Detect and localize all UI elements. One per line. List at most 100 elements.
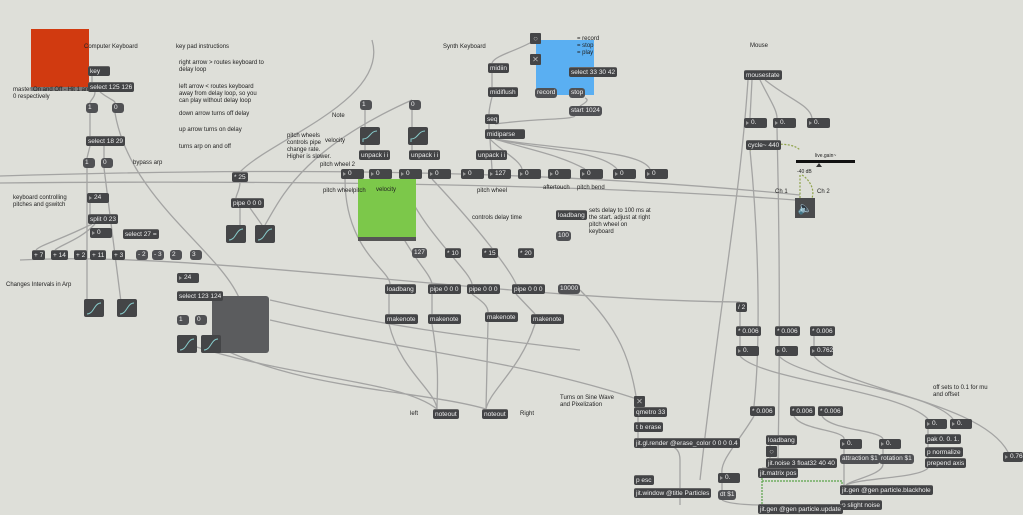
times-20[interactable]: * 20: [518, 248, 534, 258]
jit-gen-blackhole[interactable]: jit.gen @gen particle.blackhole: [840, 485, 933, 495]
midiparse[interactable]: midiparse: [485, 129, 525, 139]
number-box[interactable]: 0.: [840, 439, 862, 449]
select-125-126[interactable]: select 125 126: [88, 82, 135, 92]
message-0[interactable]: 0: [112, 103, 124, 113]
select-123-124[interactable]: select 123 124: [177, 291, 224, 301]
number-box[interactable]: 0: [518, 169, 541, 179]
number-box[interactable]: 0.: [925, 419, 947, 429]
message-2[interactable]: 2: [170, 250, 182, 260]
gswitch-icon[interactable]: [360, 127, 380, 145]
p-esc[interactable]: p esc: [634, 475, 654, 485]
split-object[interactable]: split 0 23: [88, 214, 119, 224]
pipe-1[interactable]: pipe 0 0 0: [428, 284, 461, 294]
seq[interactable]: seq: [485, 114, 500, 124]
message-1[interactable]: 1: [83, 158, 95, 168]
message-3[interactable]: 3: [190, 250, 202, 260]
number-box[interactable]: 0.762: [810, 346, 833, 356]
number-box[interactable]: 0: [613, 169, 636, 179]
bang-button[interactable]: ○: [766, 446, 777, 457]
number-box[interactable]: 24: [177, 273, 199, 283]
pak[interactable]: pak 0. 0. 1.: [925, 434, 962, 444]
number-box[interactable]: 0: [461, 169, 484, 179]
number-box[interactable]: 0: [645, 169, 668, 179]
unpack-2[interactable]: unpack i i: [409, 150, 441, 160]
p-slight-noise[interactable]: p slight noise: [840, 500, 882, 510]
toggle-x[interactable]: ✕: [634, 396, 645, 407]
select-18-29[interactable]: select 18 29: [86, 136, 126, 146]
message-0[interactable]: 0: [409, 100, 421, 110]
start-message[interactable]: start 1024: [569, 106, 602, 116]
attraction-message[interactable]: attraction $1: [840, 454, 880, 464]
live-gain-slider[interactable]: [796, 160, 855, 163]
number-box[interactable]: 0.: [807, 118, 830, 128]
gswitch-icon[interactable]: [177, 335, 197, 353]
message-1[interactable]: 1: [177, 315, 189, 325]
jit-window[interactable]: jit.window @title Particles: [634, 488, 712, 498]
plus-11[interactable]: + 11: [90, 250, 107, 260]
mul-a[interactable]: * 0.006: [736, 326, 761, 336]
minus-3[interactable]: - 3: [152, 250, 164, 260]
velocity-slider[interactable]: velocity: [358, 179, 416, 241]
number-box[interactable]: 0: [548, 169, 571, 179]
message-1[interactable]: 1: [360, 100, 372, 110]
gswitch-icon[interactable]: [255, 225, 275, 243]
bang-button[interactable]: ○: [530, 33, 541, 44]
number-box[interactable]: 0.: [718, 473, 740, 483]
record-message[interactable]: record: [535, 88, 558, 98]
mul-c[interactable]: * 0.006: [810, 326, 835, 336]
divide-2[interactable]: / 2: [736, 302, 748, 312]
mul-d[interactable]: * 0.006: [750, 406, 775, 416]
number-box[interactable]: 0.: [773, 118, 796, 128]
p-normalize[interactable]: p normalize: [925, 447, 963, 457]
plus-3[interactable]: + 3: [112, 250, 126, 260]
jit-matrix-pos[interactable]: jit.matrix pos: [758, 468, 799, 478]
toggle-x[interactable]: ✕: [530, 54, 541, 65]
message-127[interactable]: 127: [412, 248, 427, 258]
master-on-off-button[interactable]: [31, 29, 89, 91]
loadbang-delay[interactable]: loadbang: [556, 210, 587, 220]
jit-gl-render[interactable]: jit.gl.render @erase_color 0 0 0 0.4: [634, 438, 740, 448]
makenote-1[interactable]: makenote: [385, 314, 418, 324]
jit-noise[interactable]: jit.noise 3 float32 40 40: [766, 458, 837, 468]
minus-2[interactable]: - 2: [136, 250, 148, 260]
stop-message[interactable]: stop: [569, 88, 586, 98]
midiflush[interactable]: midiflush: [488, 87, 518, 97]
number-box[interactable]: 0: [90, 228, 112, 238]
number-box[interactable]: 0: [341, 169, 364, 179]
loadbang-2[interactable]: loadbang: [385, 284, 416, 294]
makenote-4[interactable]: makenote: [531, 314, 564, 324]
gswitch-icon[interactable]: [84, 299, 104, 317]
times-25[interactable]: * 25: [232, 172, 248, 182]
number-box[interactable]: 0.: [736, 346, 759, 356]
message-100[interactable]: 100: [556, 231, 571, 241]
number-box[interactable]: 127: [488, 169, 511, 179]
makenote-2[interactable]: makenote: [428, 314, 461, 324]
number-box[interactable]: 24: [87, 193, 109, 203]
number-box[interactable]: 0.762: [1003, 452, 1023, 462]
pipe-3[interactable]: pipe 0 0 0: [512, 284, 545, 294]
number-box[interactable]: 0: [369, 169, 392, 179]
jit-gen-update[interactable]: jit.gen @gen particle.update: [758, 504, 844, 514]
key-object[interactable]: key: [88, 66, 110, 76]
makenote-3[interactable]: makenote: [485, 312, 518, 322]
gswitch-icon[interactable]: [226, 225, 246, 243]
midiin[interactable]: midiin: [488, 63, 509, 73]
pipe-left[interactable]: pipe 0 0 0: [231, 198, 264, 208]
number-box[interactable]: 0: [399, 169, 422, 179]
rotation-message[interactable]: rotation $1: [879, 454, 914, 464]
number-box[interactable]: 0.: [744, 118, 767, 128]
mul-f[interactable]: * 0.006: [818, 406, 843, 416]
times-15[interactable]: * 15: [482, 248, 498, 258]
gswitch-icon[interactable]: [408, 127, 428, 145]
plus-14[interactable]: + 14: [51, 250, 68, 260]
dac-speaker-icon[interactable]: 🔈: [795, 198, 815, 218]
live-gain-handle[interactable]: [816, 163, 822, 167]
message-1[interactable]: 1: [86, 103, 98, 113]
unpack-3[interactable]: unpack i i: [476, 150, 508, 160]
times-10[interactable]: * 10: [445, 248, 461, 258]
plus-2[interactable]: + 2: [74, 250, 88, 260]
gswitch-icon[interactable]: [201, 335, 221, 353]
mousestate[interactable]: mousestate: [744, 70, 782, 80]
select-33-30-42[interactable]: select 33 30 42: [569, 67, 618, 77]
unpack-1[interactable]: unpack i i: [359, 150, 391, 160]
